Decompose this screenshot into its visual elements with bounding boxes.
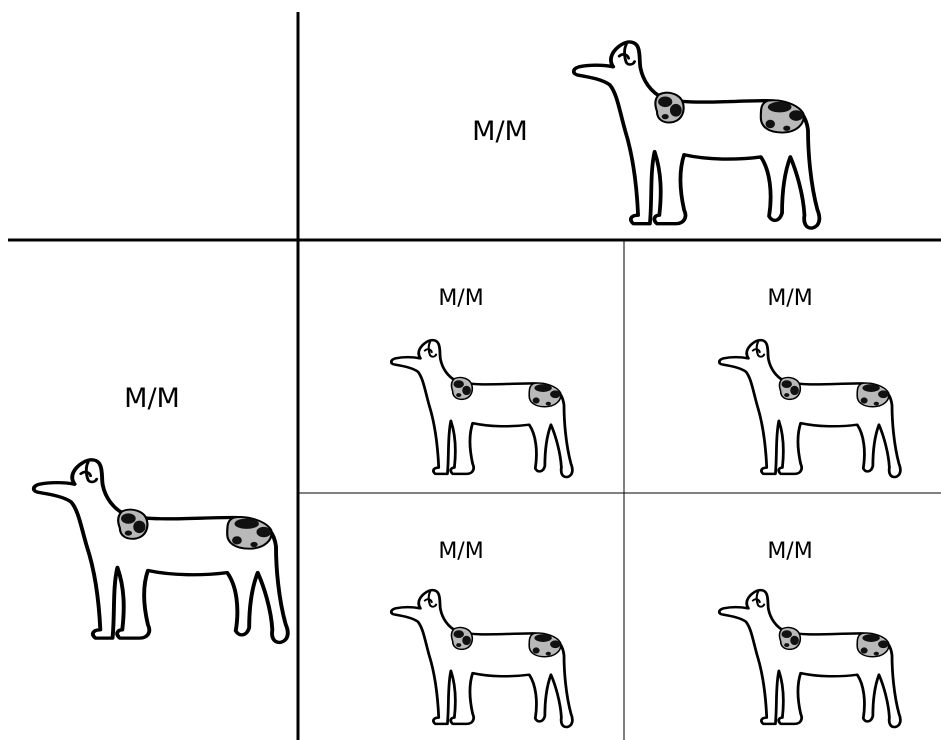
parent-top-genotype: M/M (472, 116, 528, 147)
merle-dog-icon (389, 588, 574, 729)
merle-dog-icon (717, 588, 902, 729)
merle-dog-icon (31, 457, 290, 645)
merle-dog-icon (717, 338, 902, 479)
merle-dog-icon (389, 338, 574, 479)
offspring-1-genotype: M/M (438, 286, 483, 311)
parent-left-genotype: M/M (124, 383, 180, 414)
offspring-2-genotype: M/M (767, 286, 812, 311)
parent-left: M/M (31, 383, 290, 645)
offspring-cell-3: M/M (389, 539, 574, 729)
offspring-3-genotype: M/M (438, 539, 483, 564)
offspring-cell-2: M/M (717, 286, 902, 479)
merle-dog-icon (571, 40, 822, 230)
offspring-4-genotype: M/M (767, 539, 812, 564)
offspring-cell-1: M/M (389, 286, 574, 479)
offspring-cell-4: M/M (717, 539, 902, 729)
parent-top: M/M (472, 40, 822, 230)
